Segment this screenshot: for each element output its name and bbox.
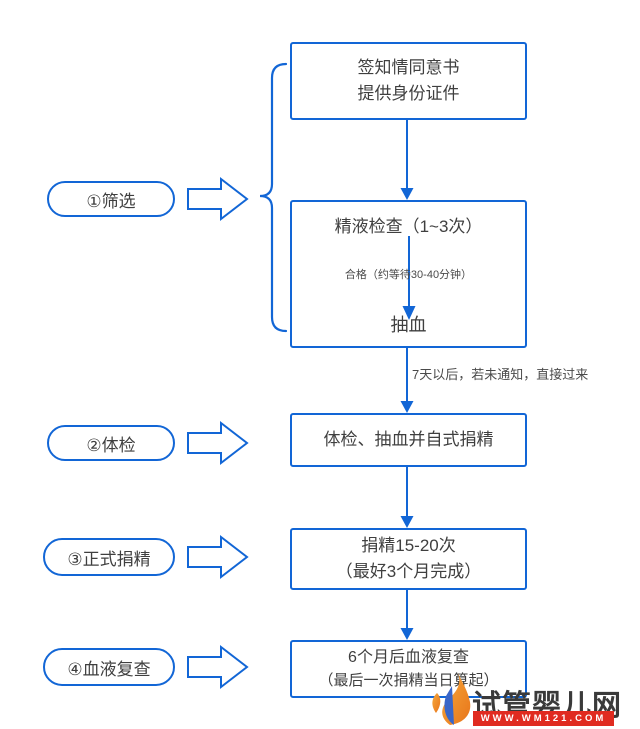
consent-line1: 签知情同意书: [357, 58, 460, 77]
stage-label: ④血液复查: [67, 659, 151, 679]
recheck-box: 6个月后血液复查 （最后一次捐精当日算起）: [290, 640, 527, 698]
consent-line2: 提供身份证件: [357, 84, 460, 103]
down-arrowhead-icon: [400, 401, 414, 413]
right-arrow-icon: [187, 176, 249, 222]
stage-label: ①筛选: [86, 191, 136, 211]
exam-box: 体检、抽血并自式捐精: [290, 413, 527, 467]
stage-label: ③正式捐精: [67, 549, 151, 569]
stage-pill-screening: ①筛选: [47, 181, 175, 217]
logo-blue-wedge: [444, 686, 454, 725]
right-arrow-icon: [187, 420, 249, 466]
down-arrowhead-icon: [400, 516, 414, 528]
down-arrowhead-icon: [400, 628, 414, 640]
recheck-line1: 6个月后血液复查: [348, 649, 469, 666]
down-arrowhead-icon: [400, 188, 414, 200]
stage-pill-official-donation: ③正式捐精: [43, 538, 175, 576]
semen-test-result: 抽血: [390, 315, 427, 335]
inner-down-arrowhead-icon: [402, 306, 416, 320]
semen-test-title: 精液检查（1~3次）: [334, 217, 483, 236]
donation-line1: 捐精15-20次: [361, 536, 456, 555]
watermark-url-badge: WWW.WM121.COM: [473, 711, 614, 726]
wait-note: 7天以后，若未通知，直接过来: [412, 367, 589, 382]
inner-down-arrow-connector: [402, 236, 416, 320]
semen-test-box: 精液检查（1~3次） 合格（约等待30-40分钟） 抽血: [290, 200, 527, 348]
donation-line2: （最好3个月完成）: [335, 562, 482, 581]
exam-label: 体检、抽血并自式捐精: [323, 430, 494, 449]
stage-pill-blood-recheck: ④血液复查: [43, 648, 175, 686]
semen-test-note: 合格（约等待30-40分钟）: [344, 269, 473, 281]
stage-pill-physical: ②体检: [47, 425, 175, 461]
right-arrow-icon: [187, 534, 249, 580]
watermark-url: WWW.WM121.COM: [480, 713, 607, 724]
stage-label: ②体检: [86, 435, 136, 455]
curly-brace: [259, 62, 288, 333]
right-arrow-icon: [187, 644, 249, 690]
donation-box: 捐精15-20次 （最好3个月完成）: [290, 528, 527, 590]
consent-box: 签知情同意书 提供身份证件: [290, 42, 527, 120]
logo-flame-small-shape: [432, 693, 441, 713]
site-logo-icon: [432, 673, 471, 725]
recheck-line2: （最后一次捐精当日算起）: [318, 672, 499, 689]
